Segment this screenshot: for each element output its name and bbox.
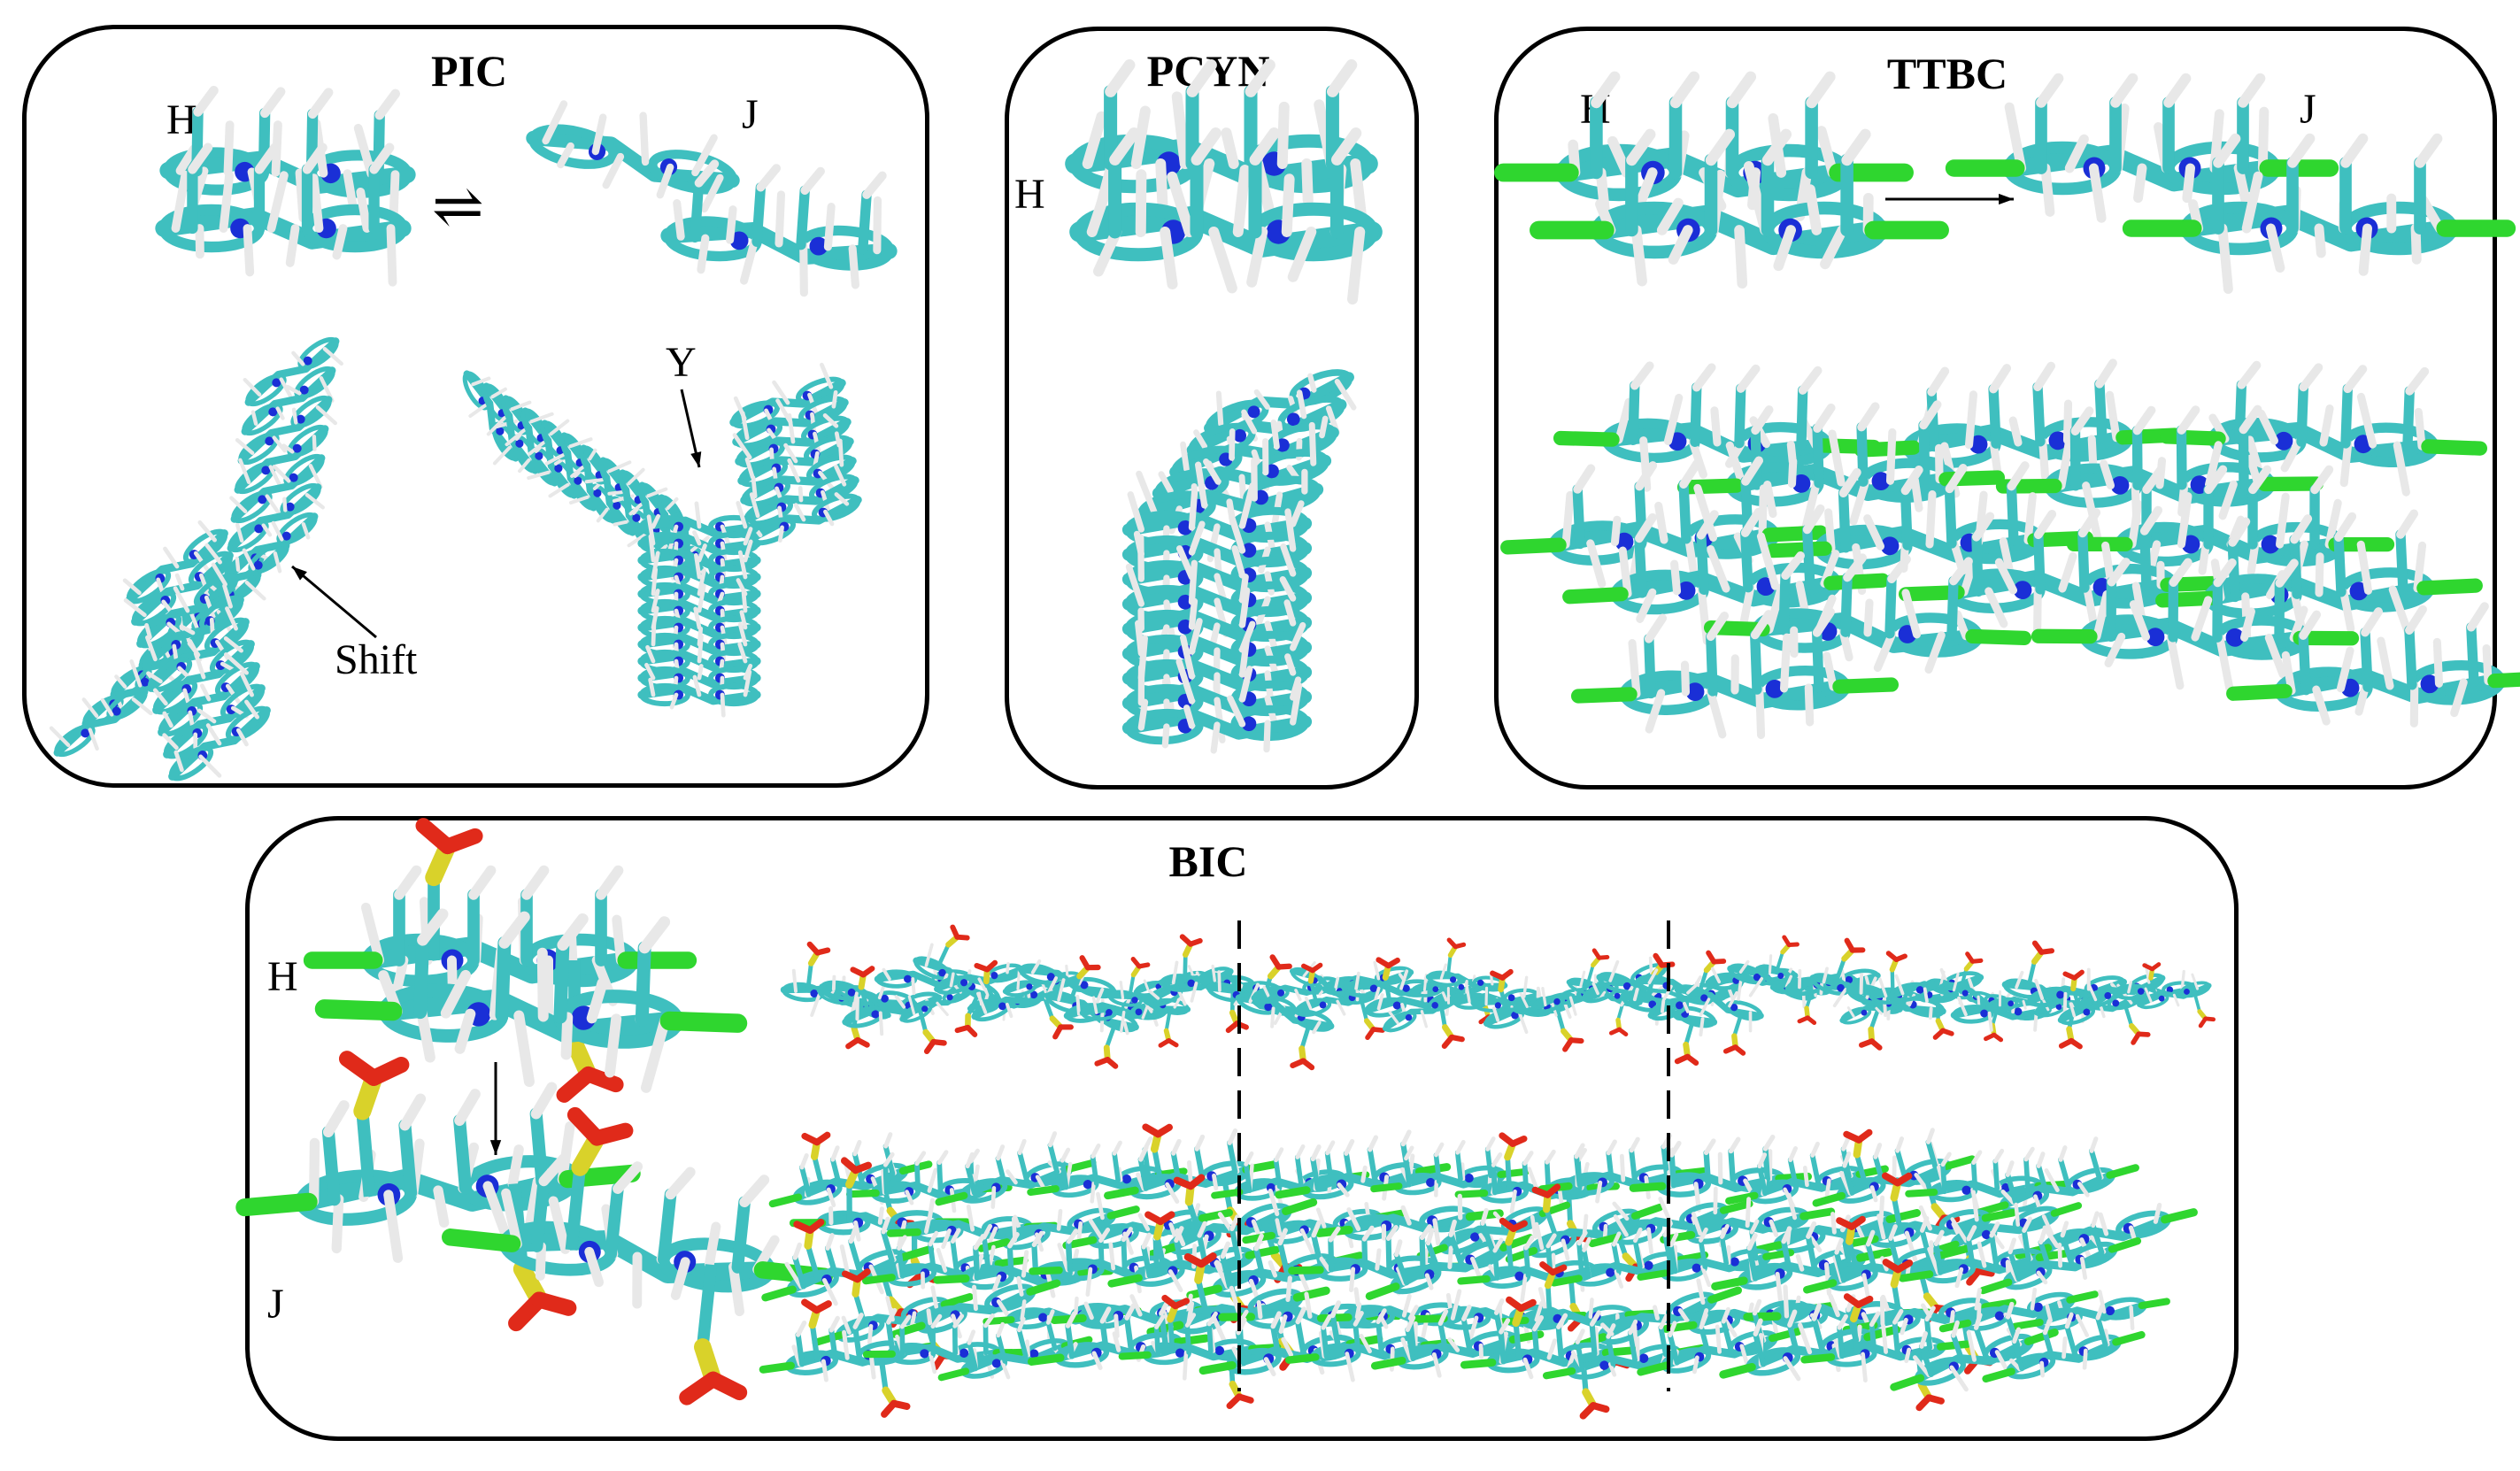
pic-annotation-y: Y [666, 339, 697, 386]
bic-label-j: J [267, 1281, 284, 1328]
pic-label-j: J [742, 91, 759, 138]
ttbc-label-j: J [2300, 86, 2316, 133]
pic-label-h: H [166, 96, 197, 143]
pcyn-label-h: H [1014, 171, 1045, 218]
pic-title: PIC [430, 46, 508, 96]
pic-structures [49, 86, 898, 782]
pic-annotation-shift: Shift [335, 636, 418, 683]
ttbc-title: TTBC [1886, 49, 2008, 98]
ttbc-structures [1494, 71, 2520, 739]
pic-equilibrium-arrows: ⇌ [432, 173, 484, 242]
bic-label-h: H [267, 953, 298, 1000]
bic-title: BIC [1168, 836, 1248, 886]
bic-structures [235, 818, 2216, 1420]
pcyn-structures [1065, 59, 1383, 754]
